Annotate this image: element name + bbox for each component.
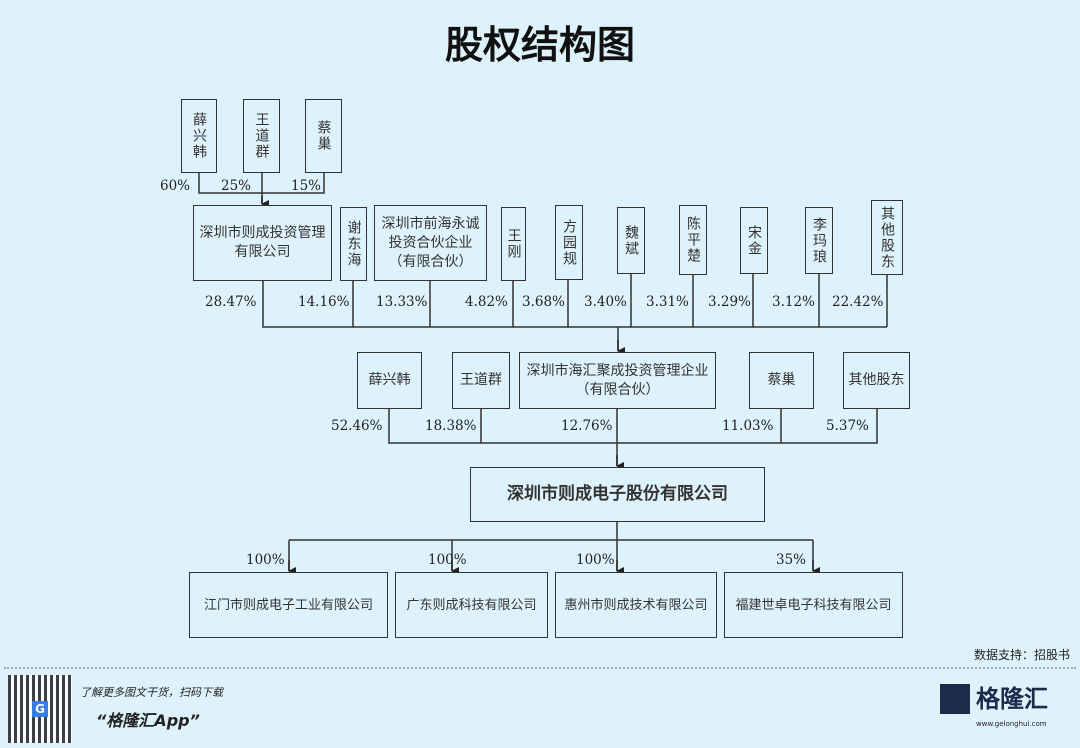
qr-badge-icon: G — [32, 701, 48, 717]
shareholder-name: 薛兴韩 — [368, 372, 411, 388]
pct-label: 3.12% — [772, 294, 815, 310]
shareholder-box: 薛兴韩 — [357, 352, 422, 409]
pct-label: 11.03% — [722, 418, 774, 434]
pct-label: 35% — [776, 552, 807, 568]
subsidiary-name: 惠州市则成技术有限公司 — [564, 597, 708, 613]
shareholder-name: 王刚 — [505, 228, 522, 260]
page-title: 股权结构图 — [444, 23, 635, 67]
subsidiary-box: 福建世卓电子科技有限公司 — [724, 572, 903, 638]
shareholder-box: 谢东海 — [340, 207, 367, 281]
shareholder-name: 其他股东 — [879, 205, 895, 270]
pct-label: 5.37% — [826, 418, 869, 434]
logo-url: www.gelonghui.com — [976, 720, 1047, 728]
shareholder-box: 深圳市则成投资管理有限公司 — [193, 205, 332, 281]
shareholder-name: 宋金 — [746, 224, 762, 257]
shareholder-box: 王道群 — [452, 352, 510, 409]
shareholder-box: 魏斌 — [617, 207, 645, 274]
subsidiary-box: 江门市则成电子工业有限公司 — [189, 572, 388, 638]
divider — [4, 667, 1076, 669]
holder-name: 蔡巢 — [315, 120, 332, 152]
shareholder-name: 李玛琅 — [811, 216, 827, 265]
pct-label: 13.33% — [376, 294, 428, 310]
shareholder-name: 方园规 — [561, 218, 577, 267]
pct-label: 14.16% — [298, 294, 350, 310]
shareholder-name: 陈平楚 — [685, 216, 701, 264]
pct-label: 12.76% — [561, 418, 613, 434]
pct-label: 3.29% — [708, 294, 751, 310]
shareholder-box: 李玛琅 — [805, 207, 833, 274]
shareholder-box: 方园规 — [555, 205, 583, 280]
company-name: 深圳市则成电子股份有限公司 — [507, 484, 728, 504]
pct-label: 28.47% — [205, 294, 257, 310]
pct-label: 60% — [160, 178, 191, 194]
brand-logo: 格隆汇 www.gelonghui.com — [940, 684, 1074, 734]
shareholder-name: 深圳市则成投资管理有限公司 — [199, 225, 326, 260]
subsidiary-name: 江门市则成电子工业有限公司 — [203, 597, 373, 613]
shareholder-name: 王道群 — [460, 372, 502, 388]
app-name: “格隆汇App” — [96, 711, 200, 730]
logo-text: 格隆汇 — [976, 685, 1048, 713]
logo-icon — [940, 684, 970, 714]
subsidiary-box: 广东则成科技有限公司 — [395, 572, 548, 638]
pct-label: 4.82% — [465, 294, 508, 310]
pct-label: 52.46% — [331, 418, 383, 434]
shareholder-box: 深圳市前海永诚投资合伙企业（有限合伙） — [374, 205, 487, 281]
shareholder-name: 其他股东 — [848, 372, 905, 388]
shareholder-box: 其他股东 — [843, 352, 910, 409]
holder-box: 蔡巢 — [305, 99, 342, 173]
shareholder-box: 王刚 — [501, 207, 526, 281]
shareholder-name: 谢东海 — [345, 220, 362, 268]
holder-box: 薛兴韩 — [181, 99, 217, 173]
shareholder-name: 魏斌 — [623, 224, 639, 257]
subsidiary-name: 福建世卓电子科技有限公司 — [735, 597, 892, 613]
shareholder-box: 蔡巢 — [749, 352, 814, 409]
pct-label: 25% — [221, 178, 252, 194]
data-source: 数据支持：招股书 — [973, 648, 1070, 662]
holder-name: 薛兴韩 — [191, 112, 207, 160]
shareholder-box: 其他股东 — [871, 200, 903, 275]
pct-label: 15% — [291, 178, 322, 194]
shareholder-name: 蔡巢 — [767, 372, 796, 388]
shareholder-box: 陈平楚 — [679, 205, 707, 275]
pct-label: 3.31% — [646, 294, 689, 310]
qr-code: G — [8, 675, 72, 743]
pct-label: 100% — [576, 552, 615, 568]
subsidiary-name: 广东则成科技有限公司 — [406, 597, 537, 613]
pct-label: 3.40% — [584, 294, 627, 310]
holder-box: 王道群 — [243, 99, 280, 173]
pct-label: 22.42% — [832, 294, 884, 310]
shareholder-name: 深圳市海汇聚成投资管理企业（有限合伙） — [526, 362, 709, 398]
pct-label: 100% — [428, 552, 467, 568]
promo-text: 了解更多图文干货，扫码下载 — [80, 686, 223, 699]
pct-label: 100% — [246, 552, 285, 568]
shareholder-box: 宋金 — [740, 207, 768, 274]
pct-label: 18.38% — [425, 418, 477, 434]
pct-label: 3.68% — [522, 294, 565, 310]
holder-name: 王道群 — [253, 112, 270, 160]
company-box: 深圳市则成电子股份有限公司 — [470, 467, 765, 522]
shareholder-box: 深圳市海汇聚成投资管理企业（有限合伙） — [519, 352, 716, 409]
shareholder-name: 深圳市前海永诚投资合伙企业（有限合伙） — [381, 215, 480, 270]
subsidiary-box: 惠州市则成技术有限公司 — [555, 572, 717, 638]
